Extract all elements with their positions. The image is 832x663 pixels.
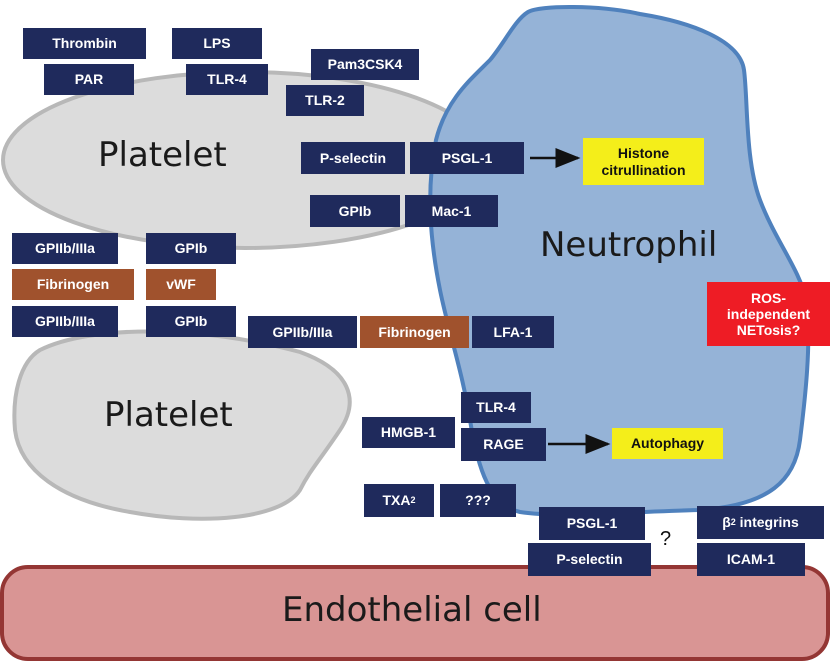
hmgb1-box: HMGB-1 (362, 417, 455, 448)
beta2-prefix-text: β (722, 514, 731, 531)
psgl1-top-box: PSGL-1 (410, 142, 524, 174)
fibrinogen-left-box: Fibrinogen (12, 269, 134, 300)
unknown-box: ??? (440, 484, 516, 517)
platelet-bottom-shape (12, 329, 352, 521)
ros-independent-netosis-box: ROS-independent NETosis? (707, 282, 830, 346)
tlr2-box: TLR-2 (286, 85, 364, 116)
thrombin-box: Thrombin (23, 28, 146, 59)
rage-box: RAGE (461, 428, 546, 461)
gpiib-iiia-left-bottom-box: GPIIb/IIIa (12, 306, 118, 337)
tlr4-top-box: TLR-4 (186, 64, 268, 95)
tlr4-bottom-box: TLR-4 (461, 392, 531, 423)
txa2-main-text: TXA (382, 492, 411, 509)
vwf-box: vWF (146, 269, 216, 300)
lfa1-box: LFA-1 (472, 316, 554, 348)
gpib-mid-box: GPIb (310, 195, 400, 227)
platelet-bottom-label: Platelet (104, 395, 233, 435)
pam3csk4-box: Pam3CSK4 (311, 49, 419, 80)
neutrophil-label: Neutrophil (540, 225, 718, 265)
p-selectin-bottom-box: P-selectin (528, 543, 651, 576)
endothelial-cell-shape (0, 565, 830, 661)
gpib-left-bottom-box: GPIb (146, 306, 236, 337)
question-mark-label: ? (660, 528, 672, 550)
gpiib-iiia-center-box: GPIIb/IIIa (248, 316, 357, 348)
beta2-suffix-text: integrins (735, 514, 799, 531)
gpib-left-top-box: GPIb (146, 233, 236, 264)
psgl1-bottom-box: PSGL-1 (539, 507, 645, 540)
autophagy-box: Autophagy (612, 428, 723, 459)
par-box: PAR (44, 64, 134, 95)
gpiib-iiia-left-top-box: GPIIb/IIIa (12, 233, 118, 264)
mac1-box: Mac-1 (405, 195, 498, 227)
icam1-box: ICAM-1 (697, 543, 805, 576)
p-selectin-top-box: P-selectin (301, 142, 405, 174)
beta2-subscript: 2 (730, 517, 736, 528)
txa2-subscript: 2 (410, 495, 416, 506)
histone-citrullination-box: Histone citrullination (583, 138, 704, 185)
platelet-top-label: Platelet (98, 135, 227, 175)
lps-box: LPS (172, 28, 262, 59)
endothelial-cell-label: Endothelial cell (282, 590, 542, 630)
fibrinogen-center-box: Fibrinogen (360, 316, 469, 348)
